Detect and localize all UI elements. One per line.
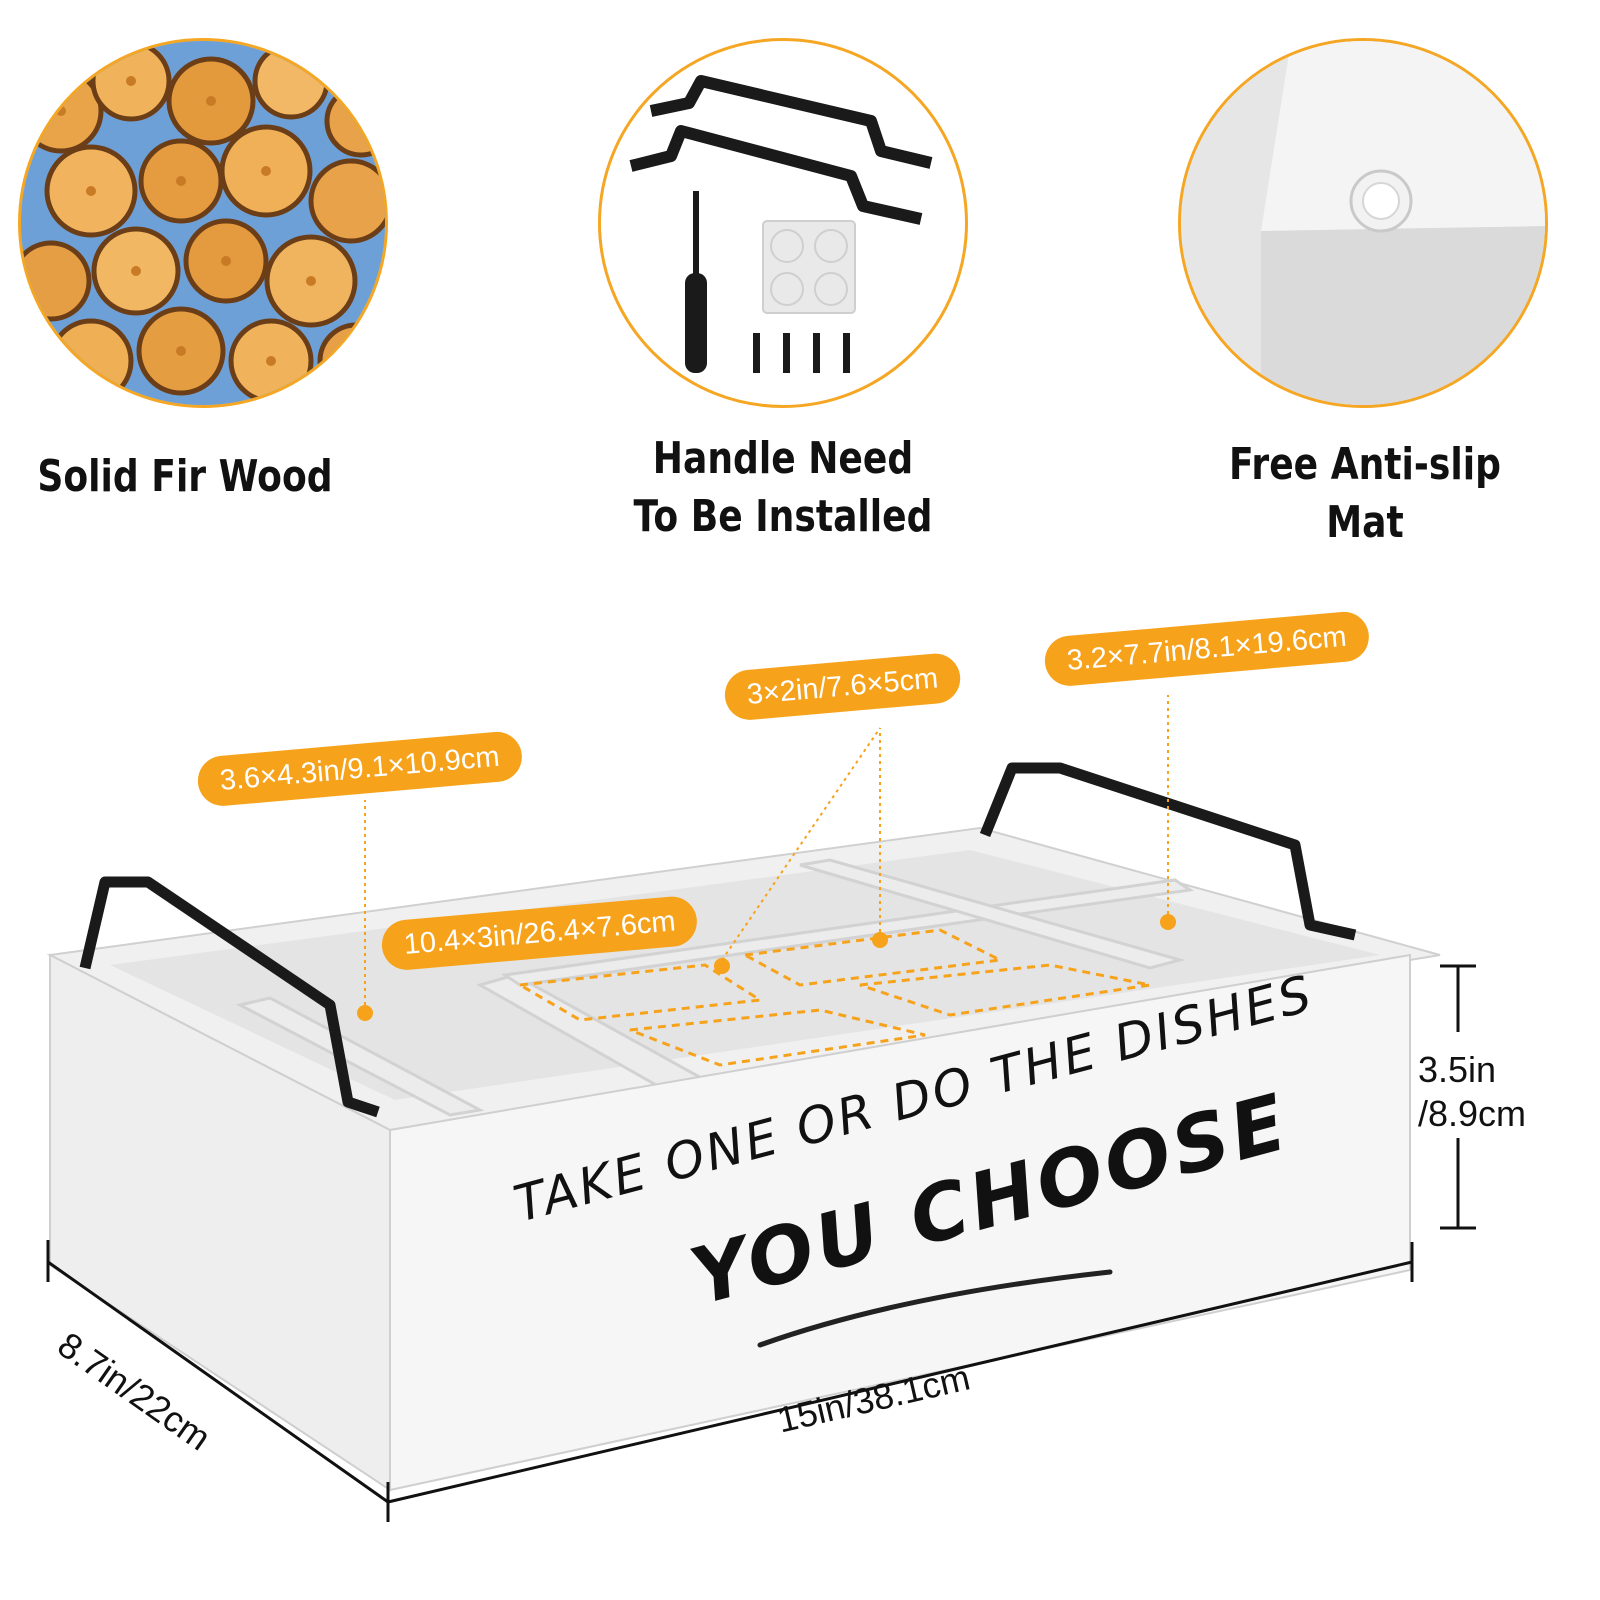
feature-image-wood <box>18 38 388 408</box>
height-line1: 3.5in <box>1418 1049 1497 1090</box>
box-front <box>389 953 1411 1492</box>
box-interior <box>110 850 1380 1100</box>
feature-caption-mat: Free Anti-slip Mat <box>1193 436 1537 552</box>
box-handle-left <box>79 876 380 1118</box>
handle-kit-icon <box>629 75 933 373</box>
caption-line: Solid Fir Wood <box>37 451 333 502</box>
box-swoosh <box>757 1269 1113 1348</box>
height-label: 3.5in /8.9cm <box>1418 1048 1526 1136</box>
marker-dot <box>357 1005 373 1021</box>
feature-caption-wood: Solid Fir Wood <box>13 448 357 506</box>
feature-caption-handles: Handle Need To Be Installed <box>611 430 955 546</box>
marker-dot <box>714 958 730 974</box>
caption-line: To Be Installed <box>633 491 933 542</box>
wood-logs-icon <box>21 41 385 405</box>
feature-image-mat <box>1178 38 1548 408</box>
height-line2: /8.9cm <box>1418 1093 1527 1134</box>
feature-image-handles <box>598 38 968 408</box>
box-handle-right <box>979 762 1357 941</box>
caption-line: Free Anti-slip <box>1229 439 1501 490</box>
marker-dot <box>872 932 888 948</box>
caption-line: Mat <box>1326 497 1404 548</box>
anti-slip-pad-icon <box>1181 41 1545 405</box>
caption-line: Handle Need <box>652 433 914 484</box>
marker-dot <box>1160 914 1176 930</box>
